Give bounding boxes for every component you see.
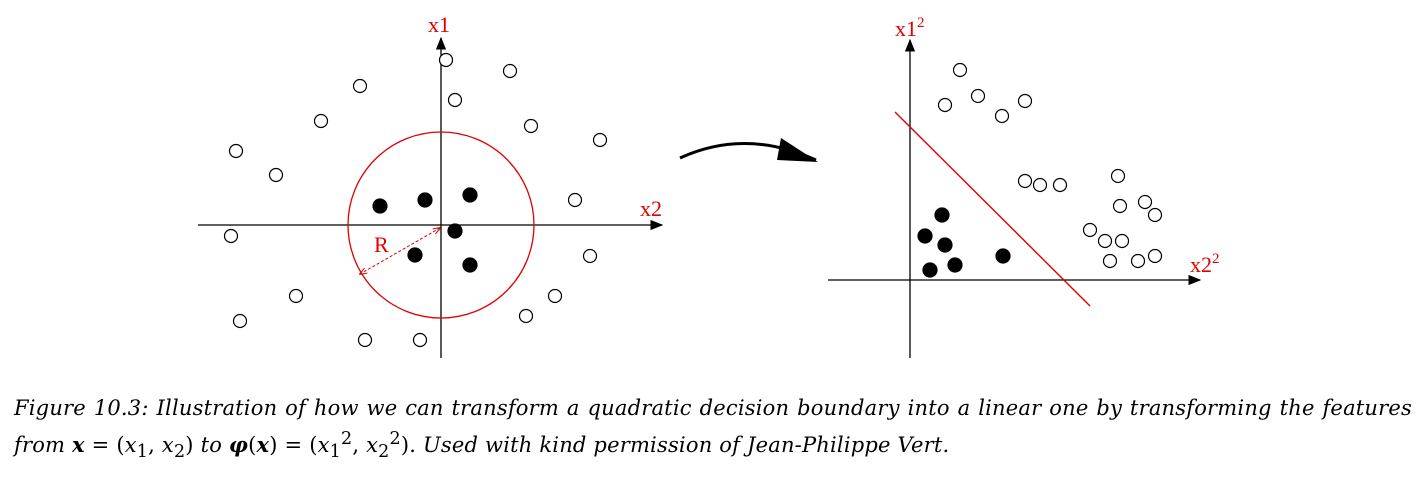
open-point: [223, 228, 239, 244]
open-point: [1114, 233, 1130, 249]
filled-point: [372, 198, 388, 214]
caption-part-1: Figure 10.3: Illustration of how we can …: [14, 396, 1412, 457]
open-point: [357, 332, 373, 348]
open-point: [1147, 207, 1163, 223]
open-point: [582, 248, 598, 264]
open-point: [1017, 173, 1033, 189]
caption-part-3: . Used with kind permission of Jean-Phil…: [409, 433, 950, 457]
filled-point: [462, 257, 478, 273]
left-x-axis-label: x2: [640, 196, 662, 221]
open-point: [447, 92, 463, 108]
open-point: [970, 88, 986, 104]
open-point: [994, 108, 1010, 124]
open-point: [1137, 194, 1153, 210]
filled-point: [462, 187, 478, 203]
figure-caption: Figure 10.3: Illustration of how we can …: [14, 393, 1412, 468]
left-open-points: [223, 52, 608, 348]
open-point: [502, 63, 518, 79]
caption-x-formula: x = (x1, x2): [72, 432, 194, 463]
right-open-points: [937, 62, 1163, 269]
open-point: [232, 313, 248, 329]
right-filled-points: [917, 207, 1011, 278]
open-point: [1147, 248, 1163, 264]
filled-point: [922, 262, 938, 278]
open-point: [313, 113, 329, 129]
radius-label: R: [374, 232, 389, 257]
transform-arrow-head: [777, 138, 818, 162]
circular-decision-boundary: [347, 131, 535, 319]
open-point: [288, 288, 304, 304]
open-point: [592, 132, 608, 148]
open-point: [438, 52, 454, 68]
open-point: [518, 308, 534, 324]
open-point: [268, 167, 284, 183]
open-point: [1052, 177, 1068, 193]
right-x-axis-label: x22: [1190, 251, 1220, 277]
filled-point: [947, 257, 963, 273]
filled-point: [417, 192, 433, 208]
open-point: [1017, 93, 1033, 109]
open-point: [1112, 198, 1128, 214]
left-filled-points: [372, 187, 478, 273]
open-point: [937, 97, 953, 113]
filled-point: [447, 223, 463, 239]
open-point: [1097, 233, 1113, 249]
feature-transform-figure: x1 x2 R x12 x22: [198, 12, 1220, 358]
open-point: [1102, 253, 1118, 269]
linear-decision-boundary: [894, 111, 1091, 307]
open-point: [412, 332, 428, 348]
caption-phi-formula: φ(x) = (x12, x22): [228, 429, 410, 463]
open-point: [1082, 222, 1098, 238]
filled-point: [934, 207, 950, 223]
open-point: [1032, 177, 1048, 193]
radius-arrow: [360, 228, 440, 274]
transformed-feature-space-plot: x12 x22: [828, 15, 1220, 358]
right-y-axis-label: x12: [895, 15, 925, 41]
open-point: [567, 192, 583, 208]
filled-point: [407, 247, 423, 263]
caption-part-2: to: [193, 433, 229, 457]
filled-point: [937, 237, 953, 253]
open-point: [352, 78, 368, 94]
filled-point: [917, 228, 933, 244]
open-point: [547, 288, 563, 304]
filled-point: [995, 248, 1011, 264]
open-point: [1130, 253, 1146, 269]
open-point: [952, 62, 968, 78]
open-point: [523, 118, 539, 134]
original-feature-space-plot: x1 x2 R: [198, 12, 664, 358]
open-point: [1110, 168, 1126, 184]
open-point: [228, 143, 244, 159]
left-y-axis-label: x1: [428, 12, 450, 37]
